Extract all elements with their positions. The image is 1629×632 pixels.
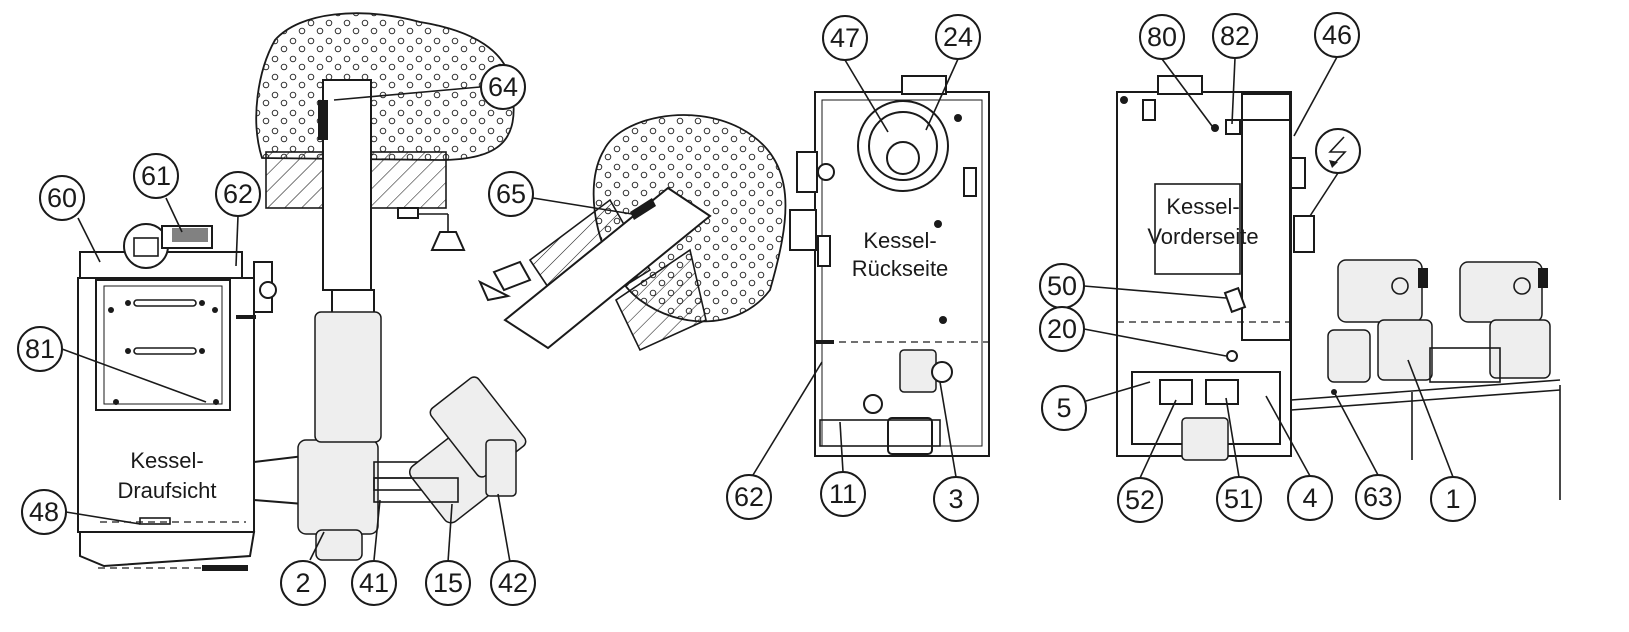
lightning-bolt-icon	[1315, 128, 1361, 174]
callout-81: 81	[17, 326, 63, 372]
svg-text:63: 63	[1363, 482, 1393, 512]
svg-text:82: 82	[1220, 21, 1250, 51]
svg-text:48: 48	[29, 497, 59, 527]
drive-motor-left	[1337, 259, 1423, 323]
auger-motor-2	[297, 439, 379, 535]
boiler-top-view: Kessel- Draufsicht	[77, 223, 277, 571]
callout-62-rear: 62	[726, 474, 772, 520]
inclined-auger-tube	[503, 186, 712, 350]
svg-text:41: 41	[359, 568, 389, 598]
callout-61: 61	[133, 153, 179, 199]
callout-62-top: 62	[215, 171, 261, 217]
auger-drive-units	[1290, 259, 1561, 500]
svg-text:50: 50	[1047, 271, 1077, 301]
ash-motor	[899, 349, 937, 393]
svg-text:20: 20	[1047, 314, 1077, 344]
svg-text:61: 61	[141, 161, 171, 191]
front-view-label-line1: Kessel-	[1166, 194, 1239, 219]
svg-text:15: 15	[433, 568, 463, 598]
vertical-auger-tube	[322, 79, 372, 291]
inclined-auger-assembly	[373, 114, 787, 524]
callout-63: 63	[1355, 474, 1401, 520]
drive-motor-right	[1459, 261, 1543, 323]
svg-text:60: 60	[47, 183, 77, 213]
callout-52: 52	[1117, 477, 1163, 523]
rear-view-label-line2: Rückseite	[852, 256, 949, 281]
callout-24: 24	[935, 14, 981, 60]
callout-3: 3	[933, 476, 979, 522]
svg-text:2: 2	[295, 568, 310, 598]
svg-text:47: 47	[830, 23, 860, 53]
callout-47: 47	[822, 15, 868, 61]
svg-text:51: 51	[1224, 484, 1254, 514]
top-view-label-line1: Kessel-	[130, 448, 203, 473]
callout-20: 20	[1039, 306, 1085, 352]
callout-51: 51	[1216, 476, 1262, 522]
callout-46: 46	[1314, 12, 1360, 58]
top-view-label-line2: Draufsicht	[117, 478, 216, 503]
front-view-label-line2: Vorderseite	[1147, 224, 1258, 249]
svg-text:62: 62	[223, 179, 253, 209]
callout-41: 41	[351, 560, 397, 606]
boiler-rear-view: Kessel- Rückseite	[789, 75, 990, 457]
callout-2: 2	[280, 560, 326, 606]
callout-50: 50	[1039, 263, 1085, 309]
callout-42: 42	[490, 560, 536, 606]
svg-text:62: 62	[734, 482, 764, 512]
svg-text:5: 5	[1056, 393, 1071, 423]
callout-4: 4	[1287, 475, 1333, 521]
top-view-cover-plate	[95, 279, 231, 411]
callout-15: 15	[425, 560, 471, 606]
svg-text:81: 81	[25, 334, 55, 364]
svg-text:42: 42	[498, 568, 528, 598]
callout-60: 60	[39, 175, 85, 221]
top-view-duct	[253, 454, 305, 506]
leader-lines	[61, 56, 1454, 563]
callout-48: 48	[21, 489, 67, 535]
callout-82: 82	[1212, 13, 1258, 59]
svg-text:11: 11	[829, 479, 857, 509]
callout-65: 65	[488, 171, 534, 217]
svg-text:64: 64	[488, 72, 518, 102]
svg-text:80: 80	[1147, 22, 1177, 52]
callout-11: 11	[820, 471, 866, 517]
svg-text:3: 3	[948, 484, 963, 514]
svg-text:46: 46	[1322, 20, 1352, 50]
rear-view-label-line1: Kessel-	[863, 228, 936, 253]
boiler-front-view: Kessel- Vorderseite	[1116, 75, 1315, 461]
callout-1: 1	[1430, 476, 1476, 522]
svg-text:4: 4	[1302, 483, 1317, 513]
svg-text:24: 24	[943, 22, 973, 52]
svg-text:1: 1	[1445, 484, 1460, 514]
svg-text:52: 52	[1125, 485, 1155, 515]
svg-text:65: 65	[496, 179, 526, 209]
callout-5: 5	[1041, 385, 1087, 431]
callout-80: 80	[1139, 14, 1185, 60]
callout-64: 64	[480, 64, 526, 110]
